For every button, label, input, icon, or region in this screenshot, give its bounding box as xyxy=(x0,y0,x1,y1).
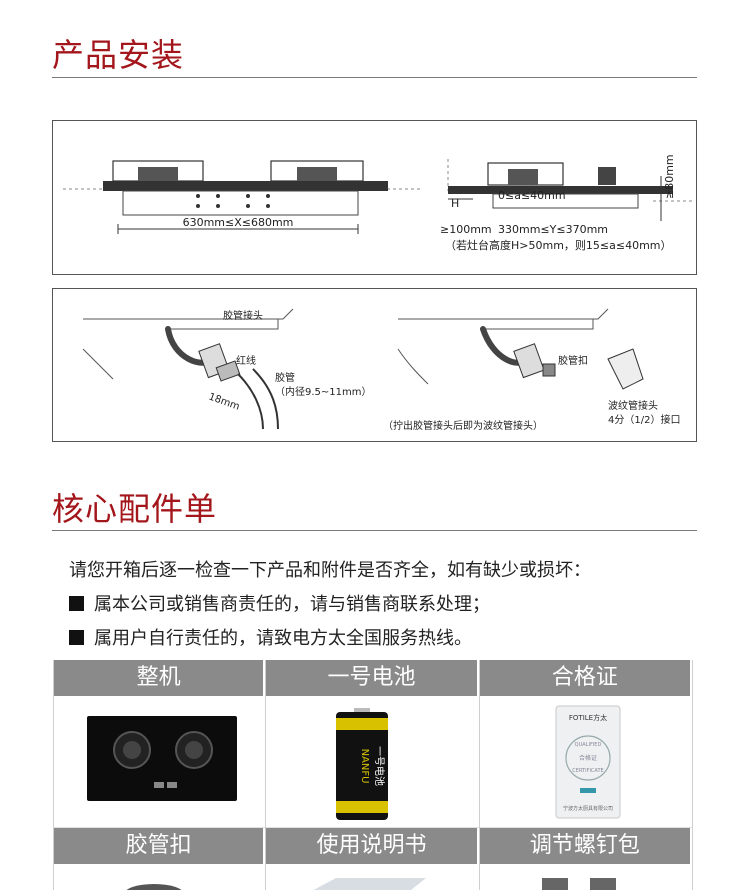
cert-stamp-bottom: CERTIFICATE xyxy=(572,768,603,774)
part-label: 合格证 xyxy=(479,660,692,696)
hose-diagram: 胶管接头 红线 胶管 （内径9.5~11mm） 18mm 胶管扣 波纹管接头 4… xyxy=(52,288,697,442)
cert-brand-text: FOTILE方太 xyxy=(569,713,607,722)
dim-x-label: 630mm≤X≤680mm xyxy=(183,216,294,229)
hose-diagram-svg: 胶管接头 红线 胶管 （内径9.5~11mm） 18mm 胶管扣 波纹管接头 4… xyxy=(82,308,680,432)
dim-depth-label: ≥80mm xyxy=(663,154,676,199)
dim-a-label: 0≤a≤40mm xyxy=(498,189,566,202)
dim-y-label: 330mm≤Y≤370mm xyxy=(498,223,608,236)
accessories-bullet-1: 属本公司或销售商责任的，请与销售商联系处理； xyxy=(69,590,490,616)
parts-row-1: 整机 一号电池 xyxy=(53,660,693,828)
bullet-square-icon xyxy=(69,595,84,611)
part-label: 整机 xyxy=(54,660,266,696)
hose-diameter-label: （内径9.5~11mm） xyxy=(275,385,372,398)
corrugated-size-label: 4分（1/2）接口 xyxy=(608,413,680,426)
accessories-intro: 请您开箱后逐一检查一下产品和附件是否齐全，如有缺少或损坏： xyxy=(69,560,591,581)
battery-image-icon: NANFU 一号电池 xyxy=(336,708,389,820)
bullet-square-icon xyxy=(69,629,84,645)
part-cell-hose-clip: 胶管扣 xyxy=(53,828,267,890)
length-18-label: 18mm xyxy=(207,391,241,412)
part-cell-hob: 整机 xyxy=(53,660,267,828)
hose-note: （拧出胶管接头后即为波纹管接头） xyxy=(383,419,543,432)
red-line-label: 红线 xyxy=(236,354,256,367)
dim-left-label: ≥100mm xyxy=(440,223,492,236)
part-cell-screw-pack: 调节螺钉包 xyxy=(479,828,693,890)
hose-joint-label: 胶管接头 xyxy=(223,309,263,322)
hose-label: 胶管 xyxy=(275,371,295,384)
part-label: 一号电池 xyxy=(266,660,479,696)
part-image-battery: NANFU 一号电池 xyxy=(266,696,479,828)
hose-clip-image-icon xyxy=(126,884,182,890)
bullet-text: 属本公司或销售商责任的，请与销售商联系处理； xyxy=(94,594,490,615)
parts-row-2: 胶管扣 使用说明书 调节螺钉包 xyxy=(53,828,693,890)
part-image-manual xyxy=(266,864,479,890)
height-note: （若灶台高度H>50mm，则15≤a≤40mm） xyxy=(445,238,672,252)
cert-footer: 宁波方太厨具有限公司 xyxy=(563,805,613,812)
part-cell-certificate: 合格证 FOTILE方太 QUALIFIED 合格证 CERTIFICATE 宁… xyxy=(479,660,693,828)
accessories-divider xyxy=(52,530,697,531)
part-cell-battery: 一号电池 NANFU 一号电池 xyxy=(266,660,480,828)
accessories-title: 核心配件单 xyxy=(52,490,218,528)
hob-image-icon xyxy=(87,716,237,801)
cert-stamp-mid: 合格证 xyxy=(579,754,597,762)
installation-title: 产品安装 xyxy=(52,36,185,74)
part-image-screw-pack xyxy=(479,864,692,890)
part-cell-manual: 使用说明书 xyxy=(266,828,480,890)
part-image-certificate: FOTILE方太 QUALIFIED 合格证 CERTIFICATE 宁波方太厨… xyxy=(479,696,692,828)
part-image-hob xyxy=(54,696,266,828)
dimension-diagram: 630mm≤X≤680mm H 0≤a≤40mm ≥80mm ≥100mm 33… xyxy=(52,120,697,275)
parts-grid: 整机 一号电池 xyxy=(53,660,693,890)
part-label: 使用说明书 xyxy=(266,828,479,864)
part-label: 调节螺钉包 xyxy=(479,828,692,864)
battery-label-text: 一号电池 xyxy=(373,746,386,786)
accessories-bullet-2: 属用户自行责任的，请致电方太全国服务热线。 xyxy=(69,624,472,650)
dimension-diagram-svg: 630mm≤X≤680mm H 0≤a≤40mm ≥80mm ≥100mm 33… xyxy=(63,154,693,252)
battery-brand-text: NANFU xyxy=(359,749,370,784)
screw-pack-image-icon xyxy=(541,878,616,890)
cert-stamp-top: QUALIFIED xyxy=(574,742,601,748)
certificate-image-icon: FOTILE方太 QUALIFIED 合格证 CERTIFICATE 宁波方太厨… xyxy=(555,705,621,819)
hose-clip-label: 胶管扣 xyxy=(558,354,588,367)
part-image-hose-clip xyxy=(54,864,266,890)
installation-divider xyxy=(52,77,697,78)
corrugated-joint-label: 波纹管接头 xyxy=(608,399,658,412)
label-h: H xyxy=(451,197,459,210)
bullet-text: 属用户自行责任的，请致电方太全国服务热线。 xyxy=(94,628,472,649)
manual-image-icon xyxy=(313,878,427,890)
part-label: 胶管扣 xyxy=(54,828,266,864)
